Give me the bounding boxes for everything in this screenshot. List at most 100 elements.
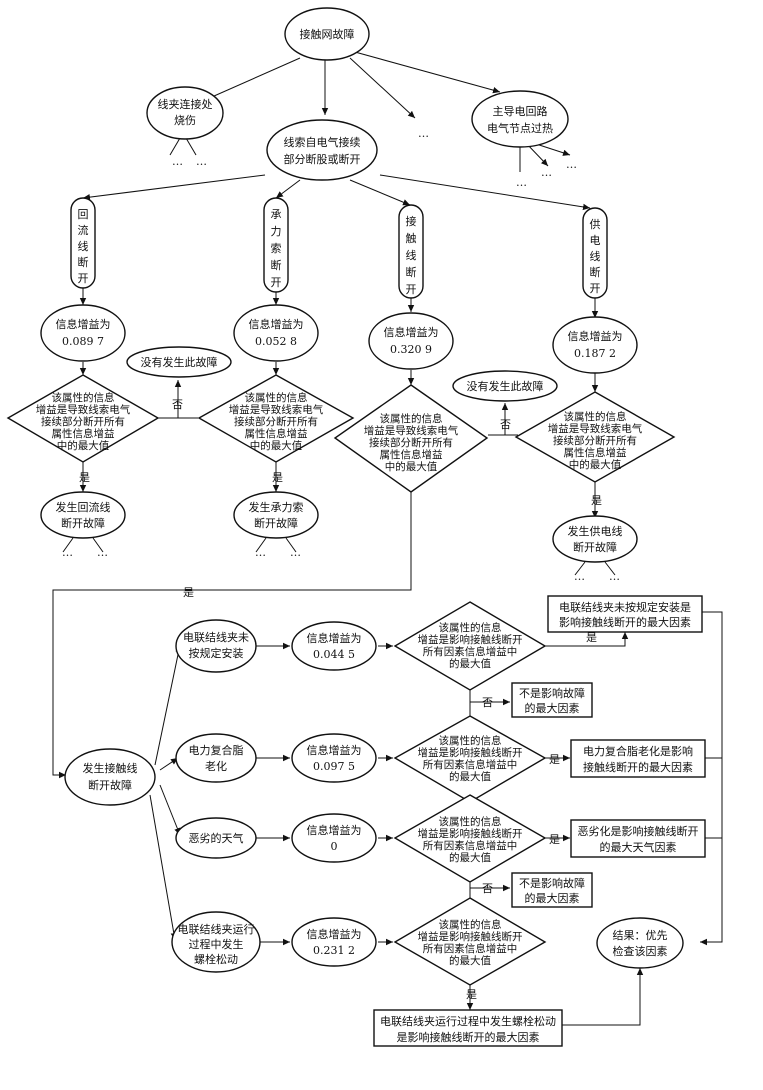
ellipsis-dots: … xyxy=(172,155,183,168)
svg-text:的最大值: 的最大值 xyxy=(449,851,491,864)
gain-messenger: 信息增益为 0.052 8 xyxy=(233,304,319,362)
factor-weather: 恶劣的天气 xyxy=(175,817,257,859)
svg-text:是影响接触线断开的最大因素: 是影响接触线断开的最大因素 xyxy=(397,1030,540,1044)
svg-text:增益是导致线索电气: 增益是导致线索电气 xyxy=(364,424,459,437)
svg-text:线索自电气接续: 线索自电气接续 xyxy=(284,135,361,149)
svg-text:…: … xyxy=(97,546,108,559)
svg-text:0: 0 xyxy=(331,840,338,853)
svg-text:发生回流线: 发生回流线 xyxy=(56,500,111,514)
svg-text:触: 触 xyxy=(406,231,417,245)
factor-clamp-install: 电联结线夹未 按规定安装 xyxy=(175,619,257,673)
gain-feeder: 信息增益为 0.187 2 xyxy=(552,316,638,374)
svg-text:烧伤: 烧伤 xyxy=(174,114,196,127)
svg-text:的最大值: 的最大值 xyxy=(449,770,491,783)
svg-text:电气节点过热: 电气节点过热 xyxy=(487,121,553,135)
svg-text:否: 否 xyxy=(482,696,493,709)
svg-text:信息增益为: 信息增益为 xyxy=(568,329,623,343)
svg-text:力: 力 xyxy=(271,225,282,238)
svg-text:部分断股或断开: 部分断股或断开 xyxy=(284,152,361,166)
svg-text:…: … xyxy=(566,158,577,171)
svg-text:增益是影响接触线断开: 增益是影响接触线断开 xyxy=(418,746,523,759)
no-label-1: 否 xyxy=(172,398,183,411)
capsule-feeder: 供 电 线 断 开 xyxy=(582,207,608,299)
svg-text:该属性的信息: 该属性的信息 xyxy=(245,391,308,404)
svg-text:属性信息增益: 属性信息增益 xyxy=(380,448,443,461)
svg-text:接触线断开的最大因素: 接触线断开的最大因素 xyxy=(583,760,693,774)
not-max-2: 不是影响故障 的最大因素 xyxy=(511,872,593,908)
ellipsis-mid: … xyxy=(418,127,429,140)
svg-text:主导电回路: 主导电回路 xyxy=(493,105,548,118)
conclusion-grease: 电力复合脂老化是影响 接触线断开的最大因素 xyxy=(570,739,706,778)
svg-text:发生承力索: 发生承力索 xyxy=(249,500,304,514)
factor-bolt-loose: 电联结线夹运行 过程中发生 螺栓松动 xyxy=(171,911,261,973)
svg-text:的最大值: 的最大值 xyxy=(449,657,491,670)
svg-text:该属性的信息: 该属性的信息 xyxy=(439,815,502,828)
contact-fault-node: 发生接触线 断开故障 xyxy=(64,748,156,806)
conclusion-weather: 恶劣化是影响接触线断开 的最大天气因素 xyxy=(570,819,706,858)
decision-return: 该属性的信息 增益是导致线索电气 接续部分断开所有 属性信息增益 中的最大值 xyxy=(6,374,160,463)
svg-text:…: … xyxy=(62,546,73,559)
svg-text:属性信息增益: 属性信息增益 xyxy=(564,446,627,459)
svg-text:信息增益为: 信息增益为 xyxy=(56,317,111,331)
svg-text:断: 断 xyxy=(271,258,282,272)
svg-text:螺栓松动: 螺栓松动 xyxy=(194,952,238,966)
svg-text:是: 是 xyxy=(586,631,597,644)
svg-text:0.231 2: 0.231 2 xyxy=(313,944,355,957)
svg-text:…: … xyxy=(255,546,266,559)
svg-text:中的最大值: 中的最大值 xyxy=(57,439,110,452)
not-max-1: 不是影响故障 的最大因素 xyxy=(511,682,593,718)
svg-text:所有因素信息增益中: 所有因素信息增益中 xyxy=(423,942,518,955)
svg-text:电: 电 xyxy=(590,234,601,247)
svg-text:0.320 9: 0.320 9 xyxy=(390,343,432,356)
svg-text:老化: 老化 xyxy=(205,759,227,773)
svg-text:线: 线 xyxy=(406,248,417,262)
svg-text:增益是影响接触线断开: 增益是影响接触线断开 xyxy=(418,633,523,646)
svg-text:开: 开 xyxy=(590,282,601,295)
svg-text:线夹连接处: 线夹连接处 xyxy=(158,97,213,111)
svg-text:所有因素信息增益中: 所有因素信息增益中 xyxy=(423,839,518,852)
svg-text:检查该因素: 检查该因素 xyxy=(613,944,668,958)
svg-text:发生供电线: 发生供电线 xyxy=(568,524,623,538)
svg-text:信息增益为: 信息增益为 xyxy=(307,743,362,757)
gain-factor4: 信息增益为 0.231 2 xyxy=(291,917,377,967)
yes-label-2: 是 xyxy=(272,471,283,484)
gain-factor3: 信息增益为 0 xyxy=(291,813,377,863)
final-result: 结果：优先 检查该因素 xyxy=(596,917,684,969)
svg-text:线: 线 xyxy=(78,239,89,253)
svg-text:的最大因素: 的最大因素 xyxy=(525,701,580,715)
svg-text:增益是影响接触线断开: 增益是影响接触线断开 xyxy=(418,930,523,943)
svg-text:中的最大值: 中的最大值 xyxy=(385,460,438,473)
svg-text:0.044 5: 0.044 5 xyxy=(313,648,355,661)
no-fault-left: 没有发生此故障 xyxy=(126,346,232,378)
svg-text:是: 是 xyxy=(549,833,560,846)
gain-factor1: 信息增益为 0.044 5 xyxy=(291,621,377,671)
svg-text:该属性的信息: 该属性的信息 xyxy=(439,621,502,634)
svg-text:属性信息增益: 属性信息增益 xyxy=(52,427,115,440)
svg-text:增益是导致线索电气: 增益是导致线索电气 xyxy=(229,403,324,416)
svg-text:回: 回 xyxy=(78,208,89,221)
svg-text:供: 供 xyxy=(590,217,601,231)
svg-text:信息增益为: 信息增益为 xyxy=(307,927,362,941)
svg-text:电联结线夹未按规定安装是: 电联结线夹未按规定安装是 xyxy=(559,600,691,614)
factor-grease-aging: 电力复合脂 老化 xyxy=(175,733,257,783)
svg-text:接续部分断开所有: 接续部分断开所有 xyxy=(369,436,453,449)
svg-text:增益是影响接触线断开: 增益是影响接触线断开 xyxy=(418,827,523,840)
capsule-messenger: 承 力 索 断 开 xyxy=(263,197,289,293)
svg-text:影响接触线断开的最大因素: 影响接触线断开的最大因素 xyxy=(559,615,691,629)
svg-text:信息增益为: 信息增益为 xyxy=(249,317,304,331)
svg-text:不是影响故障: 不是影响故障 xyxy=(519,686,585,700)
svg-text:的最大天气因素: 的最大天气因素 xyxy=(600,840,677,854)
decision-factor4: 该属性的信息 增益是影响接触线断开 所有因素信息增益中 的最大值 xyxy=(393,897,547,986)
decision-factor1: 该属性的信息 增益是影响接触线断开 所有因素信息增益中 的最大值 xyxy=(393,601,547,691)
svg-text:该属性的信息: 该属性的信息 xyxy=(439,734,502,747)
svg-text:0.052 8: 0.052 8 xyxy=(255,335,297,348)
yes-label-1: 是 xyxy=(79,471,90,484)
node-clamp-burn: 线夹连接处 烧伤 xyxy=(146,86,224,140)
svg-text:0.089 7: 0.089 7 xyxy=(62,335,104,348)
decision-factor3: 该属性的信息 增益是影响接触线断开 所有因素信息增益中 的最大值 xyxy=(393,794,547,883)
svg-text:线: 线 xyxy=(590,249,601,263)
conclusion-clamp-install: 电联结线夹未按规定安装是 影响接触线断开的最大因素 xyxy=(547,595,703,633)
svg-text:流: 流 xyxy=(78,223,89,237)
svg-text:…: … xyxy=(541,166,552,179)
svg-text:的最大因素: 的最大因素 xyxy=(525,891,580,905)
